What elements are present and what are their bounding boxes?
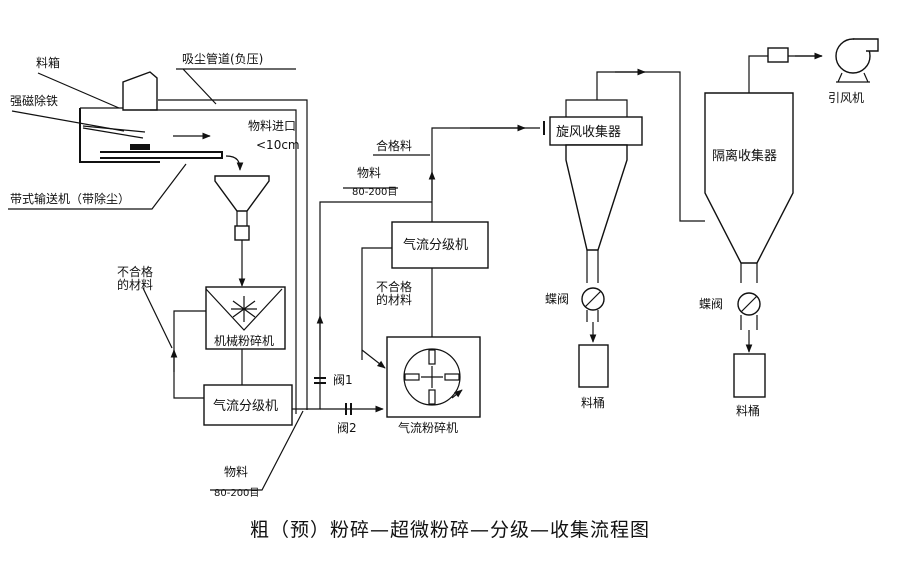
feed-size-label: <10cm xyxy=(256,138,300,152)
air-classifier-2 xyxy=(391,221,489,269)
diagram-caption: 粗（预）粉碎—超微粉碎—分级—收集流程图 xyxy=(250,519,650,541)
valve-1-label: 阀1 xyxy=(333,373,353,387)
qualified-label: 合格料 xyxy=(376,138,412,153)
bag-filter xyxy=(704,92,794,353)
reject-mid-label: 不合格 的材料 xyxy=(376,279,416,307)
filter-to-fan-pipe xyxy=(748,47,823,93)
reject-left-line1: 不合格 xyxy=(117,264,153,279)
feed-hopper xyxy=(214,175,270,287)
bucket-1-label: 料桶 xyxy=(581,395,605,410)
material-1-label: 物料 xyxy=(357,166,381,180)
butterfly-2-label: 蝶阀 xyxy=(699,296,723,311)
mesh-1-label: 80-200目 xyxy=(352,187,397,198)
cyclone-to-filter-pipe xyxy=(596,68,705,222)
bucket-2 xyxy=(733,353,766,398)
belt-conveyor xyxy=(100,132,244,171)
reject-loop-mid xyxy=(361,247,392,369)
material-bin-label: 料箱 xyxy=(36,55,60,70)
valve-2-label: 阀2 xyxy=(337,421,357,435)
mesh-2-label: 80-200目 xyxy=(214,488,259,499)
belt-conveyor-leader xyxy=(8,163,187,210)
butterfly-1-label: 蝶阀 xyxy=(545,291,569,306)
dust-pipe-leader xyxy=(176,68,296,105)
air-classifier-1 xyxy=(203,384,293,426)
reject-left-line2: 的材料 xyxy=(117,277,153,292)
material-2-label: 物料 xyxy=(224,465,248,479)
reject-mid-line1: 不合格 xyxy=(376,279,412,294)
bag-filter-label: 隔离收集器 xyxy=(712,148,777,164)
rotor-star-icon xyxy=(231,296,257,322)
material-bin xyxy=(79,71,160,163)
magnetic-iron-leader xyxy=(11,110,125,132)
mech-mill-label: 机械粉碎机 xyxy=(214,333,274,348)
fan-icon xyxy=(835,38,879,83)
belt-conveyor-label: 带式输送机（带除尘） xyxy=(10,191,130,206)
reject-mid-line2: 的材料 xyxy=(376,292,412,307)
magnetic-iron-label: 强磁除铁 xyxy=(10,93,58,108)
bucket-1 xyxy=(578,344,609,388)
reject-left-label: 不合格 的材料 xyxy=(117,264,157,292)
bucket-2-label: 料桶 xyxy=(736,403,760,418)
cyclone-label: 旋风收集器 xyxy=(556,124,621,140)
cyclone-collector xyxy=(549,99,643,343)
qualified-line xyxy=(373,121,545,222)
classifier-1-outputs xyxy=(292,201,432,415)
material-bin-leader xyxy=(37,72,120,109)
air-classifier-1-label: 气流分级机 xyxy=(213,398,278,414)
reject-loop-left xyxy=(142,287,206,399)
material-leader-lower xyxy=(210,410,304,491)
feed-inlet-label: 物料进口 xyxy=(248,119,296,133)
jet-mill xyxy=(386,336,481,418)
air-classifier-2-label: 气流分级机 xyxy=(403,237,468,253)
mechanical-mill xyxy=(205,286,286,350)
dust-suction-pipe xyxy=(150,99,308,414)
fan-label: 引风机 xyxy=(828,91,864,105)
dust-pipe-label: 吸尘管道(负压) xyxy=(182,51,263,66)
jet-mill-label: 气流粉碎机 xyxy=(398,420,458,435)
